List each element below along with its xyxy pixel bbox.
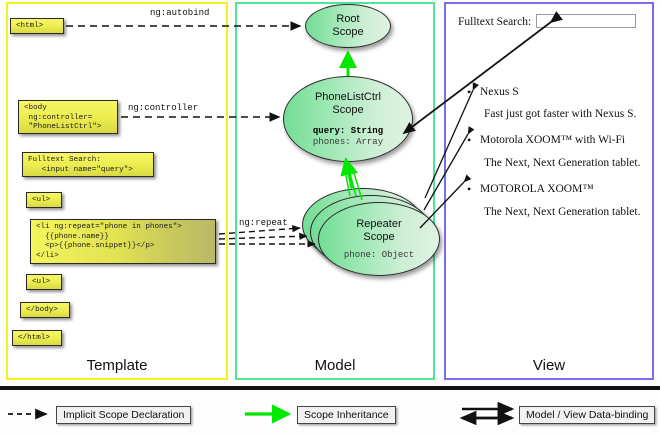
legend-label-model-view-data-binding: Model / View Data-binding xyxy=(519,406,656,424)
scope-repeater-prop-phone: phone: Object xyxy=(343,249,415,260)
legend-arrows xyxy=(8,401,515,426)
scope-ctrl-prop-query: query: String xyxy=(312,125,384,136)
code-block-html-close: </html> xyxy=(12,330,62,346)
legend-divider xyxy=(0,386,660,390)
panel-model-title: Model xyxy=(314,357,356,374)
connector-label-controller: ng:controller xyxy=(128,103,199,113)
scope-ctrl-prop-phones: phones: Array xyxy=(312,136,384,147)
view-list-item-snippet-1: The Next, Next Generation tablet. xyxy=(484,157,641,169)
scope-ellipse-repeater: Repeater Scope phone: Object xyxy=(318,202,440,276)
scope-ctrl-line2: Scope xyxy=(332,103,364,116)
connector-label-autobind: ng:autobind xyxy=(150,8,210,18)
view-content: Fulltext Search: Nexus S Fast just got f… xyxy=(452,8,648,370)
scope-root-line1: Root xyxy=(336,13,360,25)
legend-label-scope-inheritance: Scope Inheritance xyxy=(297,406,396,424)
view-list-item-name-0: Nexus S xyxy=(467,85,519,100)
scope-repeater-line2: Scope xyxy=(363,230,395,243)
view-list-item-snippet-0: Fast just got faster with Nexus S. xyxy=(484,108,637,120)
view-list-item-snippet-2: The Next, Next Generation tablet. xyxy=(484,206,641,218)
code-block-html-open: <html> xyxy=(10,18,64,34)
legend-label-implicit-scope-declaration: Implicit Scope Declaration xyxy=(56,406,192,424)
scope-ctrl-line1: PhoneListCtrl xyxy=(314,90,382,103)
code-block-ul-open: <ul> xyxy=(26,192,62,208)
scope-repeater-line1: Repeater xyxy=(356,217,402,230)
view-search-input[interactable] xyxy=(536,14,636,28)
scope-ellipse-root: Root Scope xyxy=(305,4,391,48)
connector-label-repeat: ng:repeat xyxy=(239,218,288,228)
code-block-body-open: <body ng:controller= "PhoneListCtrl"> xyxy=(18,100,118,134)
code-block-ul-close: <ul> xyxy=(26,274,62,290)
code-block-search-input: Fulltext Search: <input name="query"> xyxy=(22,152,154,177)
view-list-item-name-2: MOTOROLA XOOM™ xyxy=(467,182,594,197)
code-block-body-close: </body> xyxy=(20,302,70,318)
panel-view-title: View xyxy=(532,357,566,374)
panel-template: Template xyxy=(6,2,228,380)
view-search-label: Fulltext Search: xyxy=(458,16,532,28)
legend: Implicit Scope Declaration Scope Inherit… xyxy=(0,398,660,434)
scope-root-line2: Scope xyxy=(332,26,364,38)
code-block-li-repeat: <li ng:repeat="phone in phones"> {{phone… xyxy=(30,219,216,264)
scope-ellipse-phonelistctrl: PhoneListCtrl Scope query: String phones… xyxy=(283,76,413,162)
view-list-item-name-1: Motorola XOOM™ with Wi-Fi xyxy=(467,133,625,148)
panel-template-title: Template xyxy=(86,357,148,374)
